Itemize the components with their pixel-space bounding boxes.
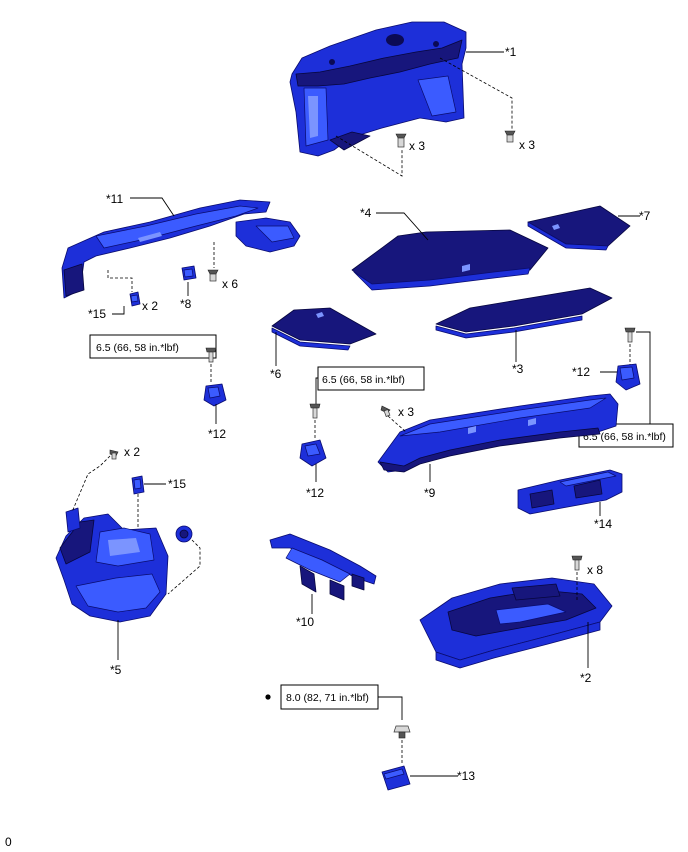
part-label-10: *10: [296, 615, 314, 629]
count-label: x 3: [409, 139, 425, 153]
nut-icon: [393, 725, 411, 739]
torque-box: [317, 366, 425, 391]
part-11-shelf-trim: [61, 199, 301, 299]
part-13-cover: [381, 765, 411, 791]
part-8-clip: [181, 265, 197, 281]
part-12-bracket-right: [615, 363, 641, 391]
part-label-11: *11: [106, 192, 123, 206]
part-12-bracket-middle: [299, 439, 327, 467]
count-label: x 2: [142, 299, 158, 313]
count-label: x 8: [587, 563, 603, 577]
fastener-clip-icon: [395, 133, 407, 148]
corner-label: 0: [5, 835, 12, 849]
part-label-4: *4: [360, 206, 372, 220]
count-label: x 3: [519, 138, 535, 152]
part-3-deck-board: [435, 287, 613, 339]
torque-spec: 6.5 (66, 58 in.*lbf): [96, 342, 179, 354]
count-label: x 6: [222, 277, 238, 291]
part-10-floor-frame: [269, 533, 377, 601]
part-label-15: *15: [168, 477, 186, 491]
part-12-bracket-left: [203, 383, 227, 407]
bolt-icon: [624, 327, 636, 343]
part-label-2: *2: [580, 671, 592, 685]
part-label-3: *3: [512, 362, 524, 376]
part-label-14: *14: [594, 517, 612, 531]
part-7-deck-board: [527, 205, 631, 251]
part-label-8: *8: [180, 297, 192, 311]
part-2-trunk-floor-tray: [419, 577, 613, 669]
part-6-deck-board: [271, 307, 377, 351]
part-label-15: *15: [88, 307, 106, 321]
part-label-12: *12: [306, 486, 324, 500]
part-1-trunk-side-panel: [289, 21, 467, 157]
bolt-icon: [205, 347, 217, 363]
part-4-floor-mat: [351, 229, 549, 291]
part-14-lower-bracket: [517, 469, 623, 515]
part-15-clip: [131, 475, 145, 495]
part-15-clip: [129, 291, 141, 307]
part-label-1: *1: [505, 45, 517, 59]
part-label-5: *5: [110, 663, 122, 677]
fastener-clip-icon: [380, 405, 391, 417]
tightening-mark-icon: [265, 694, 271, 700]
torque-box: [89, 334, 217, 359]
fastener-clip-icon: [109, 449, 119, 460]
count-label: x 2: [124, 445, 140, 459]
fastener-clip-icon: [207, 269, 219, 282]
fastener-clip-icon: [571, 555, 583, 571]
fastener-clip-icon: [504, 130, 516, 143]
torque-spec: 6.5 (66, 58 in.*lbf): [583, 431, 666, 443]
part-label-12: *12: [572, 365, 590, 379]
part-label-9: *9: [424, 486, 436, 500]
torque-spec: 6.5 (66, 58 in.*lbf): [322, 374, 405, 386]
part-9-rear-finish-panel: [377, 393, 619, 473]
part-label-13: *13: [457, 769, 475, 783]
bolt-icon: [309, 403, 321, 419]
part-label-6: *6: [270, 367, 282, 381]
count-label: x 3: [398, 405, 414, 419]
part-label-12: *12: [208, 427, 226, 441]
part-5-lower-side-trim: [55, 507, 193, 623]
part-label-7: *7: [639, 209, 651, 223]
torque-spec: 8.0 (82, 71 in.*lbf): [286, 692, 369, 704]
